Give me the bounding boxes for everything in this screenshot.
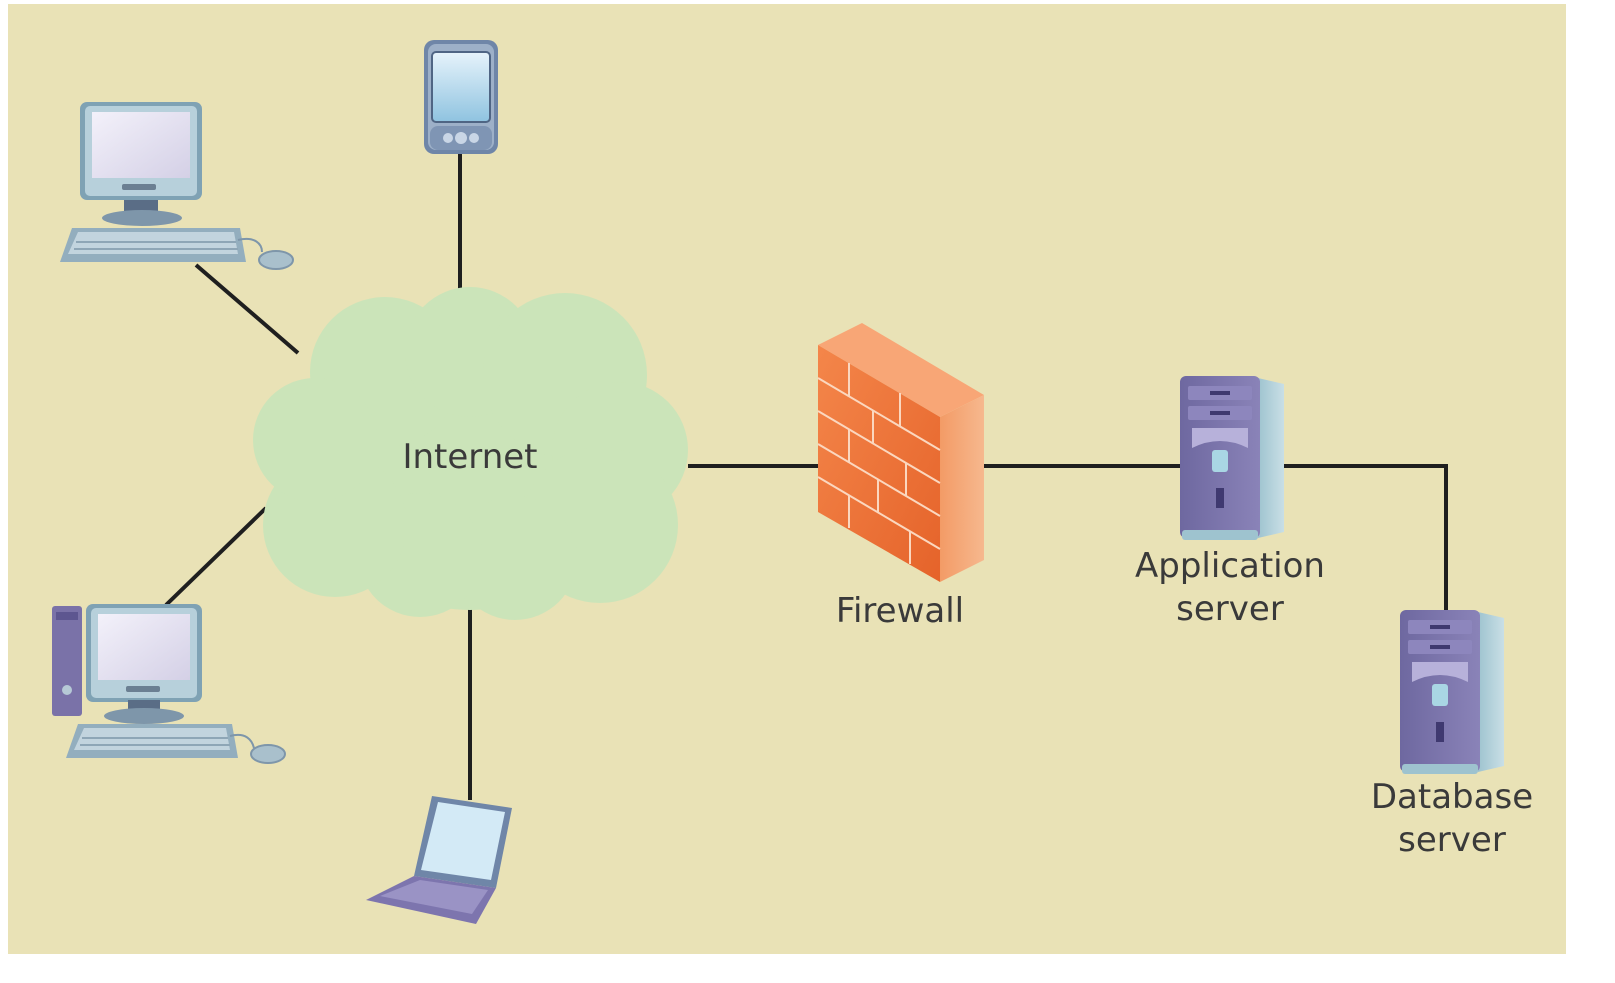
- link-appserver-dbserver: [1280, 464, 1448, 612]
- internet-label: Internet: [402, 437, 537, 477]
- application-server-label-line2: server: [1176, 589, 1284, 629]
- desktop-computer-with-tower-icon: [52, 604, 286, 764]
- application-server-label-line1: Application: [1135, 546, 1325, 586]
- database-server-label-line1: Database: [1371, 777, 1533, 817]
- database-server-label-line2: server: [1398, 820, 1506, 860]
- connection-lines: [164, 150, 1448, 800]
- database-server-icon: [1400, 610, 1504, 774]
- application-server-icon: [1180, 376, 1284, 540]
- firewall-icon: [817, 323, 984, 582]
- pda-icon: [424, 40, 498, 154]
- laptop-icon: [366, 796, 512, 924]
- internet-cloud-icon: [253, 287, 688, 620]
- desktop-computer-icon: [60, 102, 294, 270]
- link-desktop1-internet: [194, 263, 300, 355]
- firewall-label: Firewall: [836, 591, 964, 631]
- link-desktop2-internet: [164, 506, 268, 607]
- diagram-background: [8, 4, 1566, 954]
